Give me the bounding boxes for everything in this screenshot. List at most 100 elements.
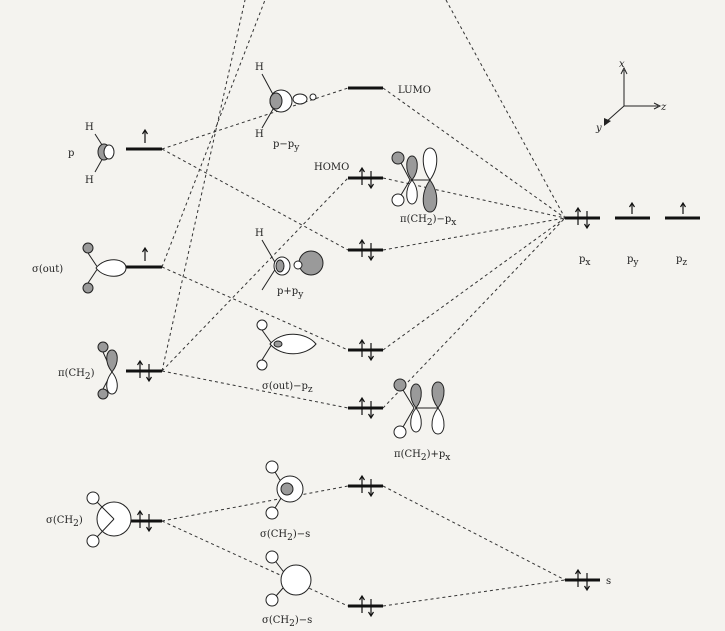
arrowhead-icon: [583, 223, 591, 230]
pi-lobe-down: [410, 407, 422, 433]
arrowhead-icon: [367, 355, 375, 362]
arrowhead-icon: [358, 338, 366, 345]
px-lobe-up: [422, 147, 438, 181]
dash-sigmaout-top: [161, 0, 266, 268]
bond-line: [87, 252, 99, 269]
axes-icon: x z y: [595, 59, 667, 134]
dash-p-mo4: [161, 148, 349, 251]
arrowhead-icon: [145, 376, 153, 383]
arrowhead-icon: [141, 246, 149, 253]
py-lobe-big: [298, 250, 324, 276]
label-sigma-out: σ(out): [32, 264, 63, 275]
bond-line: [261, 343, 273, 361]
bond-line: [96, 518, 115, 538]
arrowhead-icon: [628, 201, 636, 208]
label-h-top1: H: [255, 62, 264, 73]
arrowhead-icon: [679, 201, 687, 208]
arrowhead-icon: [136, 359, 144, 366]
right-labels: px py pz s: [579, 254, 687, 587]
h-orbital: [86, 491, 100, 505]
sigma-out-minus-pz-lobe: [269, 333, 317, 355]
bond-line: [400, 179, 411, 196]
mo-levels: [348, 86, 383, 618]
left-labels: p H H σ(out) π(CH2) σ(CH2): [32, 122, 95, 529]
arrowhead-icon: [653, 102, 662, 110]
left-orbitals: [82, 133, 132, 548]
arrowhead-icon: [583, 585, 591, 592]
label-sigma-ch2-minus-s2: σ(CH2)−s: [262, 615, 312, 629]
label-pi-plus-px: π(CH2)+px: [394, 449, 450, 463]
dash-sigmaout-mo3: [161, 266, 349, 351]
arrowhead-icon: [367, 491, 375, 498]
arrowhead-icon: [358, 474, 366, 481]
left-levels: [126, 128, 162, 533]
dash-lumo-px: [382, 87, 566, 219]
label-homo: HOMO: [314, 162, 349, 173]
dash-mo2-px: [382, 217, 566, 409]
arrowhead-icon: [367, 183, 375, 190]
axis-label-y: y: [595, 123, 602, 134]
p-minus-py-lobe: [269, 92, 283, 110]
arrowhead-icon: [141, 128, 149, 135]
label-pi-ch2: π(CH2): [58, 368, 95, 382]
label-h-top2: H: [255, 129, 264, 140]
arrowhead-icon: [367, 611, 375, 618]
homo-orbital-drawing: [391, 147, 438, 213]
bond-line: [261, 267, 277, 291]
label-h2: H: [85, 175, 94, 186]
py-lobe: [292, 93, 308, 105]
bond-line: [87, 267, 99, 284]
arrowhead-icon: [367, 413, 375, 420]
dash-p-lumo: [161, 87, 349, 150]
bond-line: [261, 329, 273, 345]
h-orbital: [86, 534, 100, 548]
pi-plus-px-orbital-drawing: [393, 378, 445, 439]
bond-line: [402, 389, 415, 409]
mo-labels: LUMO HOMO π(CH2)−px π(CH2)+px: [314, 85, 456, 463]
p-orbital-lobe: [103, 144, 115, 160]
h-orbital: [393, 425, 407, 439]
bond-line: [261, 239, 277, 265]
h-orbital: [265, 506, 279, 520]
label-lumo: LUMO: [398, 85, 431, 96]
dash-mo4-px: [382, 217, 566, 251]
sigma-ch2-minus-s2-lobe: [280, 564, 312, 596]
arrowhead-icon: [574, 206, 582, 213]
h-orbital: [97, 388, 109, 400]
dash-pi-homo: [161, 177, 349, 372]
dash-mo1-s: [382, 485, 566, 581]
sigma-ch2-minus-s-lobe: [280, 482, 294, 496]
h-orbital: [393, 378, 407, 392]
label-s: s: [606, 576, 611, 587]
label-h-mid: H: [255, 228, 264, 239]
p-plus-py-lobe: [275, 259, 285, 273]
arrowhead-icon: [145, 526, 153, 533]
py-lobe-small: [309, 93, 317, 101]
pi-lobe-up: [106, 349, 118, 373]
label-p-minus-py: p−py: [273, 139, 300, 153]
label-p: p: [68, 148, 74, 159]
right-levels: [565, 201, 700, 592]
arrowhead-icon: [358, 238, 366, 245]
dash-mo3-px: [382, 217, 566, 351]
label-p-plus-py: p+py: [277, 286, 304, 300]
h-orbital: [265, 460, 279, 474]
pi-lobe-up: [410, 383, 422, 409]
py-lobe-small: [293, 260, 303, 270]
h-orbital: [391, 193, 405, 207]
dash-mo0-s: [382, 579, 566, 607]
arrowhead-icon: [358, 594, 366, 601]
label-pz: pz: [676, 254, 687, 268]
px-lobe-down: [431, 407, 445, 435]
center-labels: H H H p−py p+py σ(out)−pz σ(CH2)−s σ(CH2…: [255, 62, 313, 629]
arrowhead-icon: [604, 118, 611, 126]
sigma-out-minus-pz-lobe: [273, 340, 283, 348]
axis-y-line: [605, 105, 625, 123]
px-lobe-up: [431, 381, 445, 409]
arrowhead-icon: [358, 166, 366, 173]
bond-line: [402, 407, 415, 428]
h-orbital: [391, 151, 405, 165]
label-px: px: [579, 254, 590, 268]
